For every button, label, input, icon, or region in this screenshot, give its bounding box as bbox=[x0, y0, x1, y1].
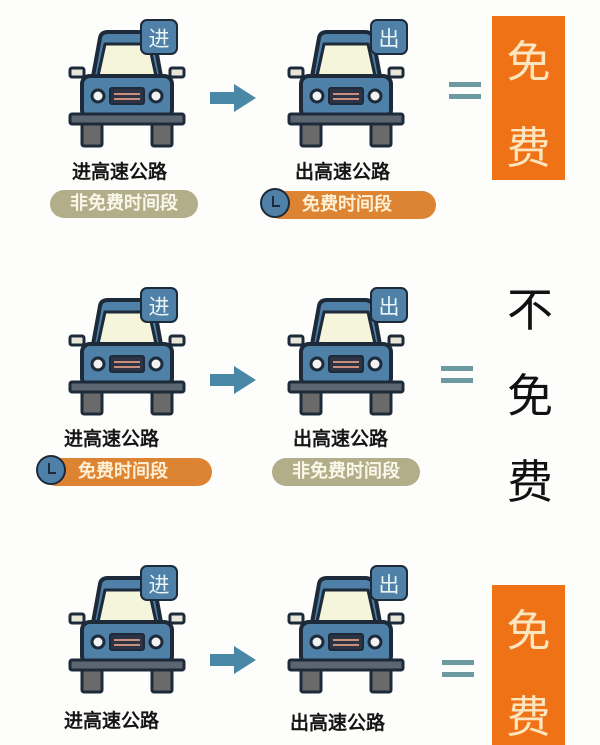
entry-label: 进高速公路 bbox=[72, 161, 168, 183]
result-char: 免 bbox=[506, 37, 551, 88]
exit-badge: 出 bbox=[370, 19, 408, 55]
result-char: 免 bbox=[506, 606, 551, 657]
clock-icon bbox=[36, 455, 66, 485]
exit-badge: 出 bbox=[370, 287, 408, 323]
exit-period-pill: 免费时间段 bbox=[260, 188, 436, 219]
exit-period-text: 免费时间段 bbox=[302, 194, 392, 215]
exit-badge: 出 bbox=[370, 565, 408, 601]
result-free-box: 免 费 bbox=[492, 16, 565, 180]
result-free-box: 免 费 bbox=[492, 585, 565, 745]
entry-badge: 进 bbox=[140, 565, 178, 601]
entry-period-text: 免费时间段 bbox=[78, 461, 168, 482]
entry-period-pill: 非免费时间段 bbox=[50, 190, 198, 218]
result-char: 不 bbox=[507, 283, 553, 337]
result-char: 费 bbox=[506, 123, 551, 174]
result-char: 费 bbox=[506, 692, 551, 743]
exit-label: 出高速公路 bbox=[290, 712, 386, 734]
result-char: 费 bbox=[507, 455, 553, 509]
arrow-right-icon bbox=[210, 366, 256, 394]
equals-icon bbox=[442, 660, 474, 680]
exit-period-pill: 非免费时间段 bbox=[272, 458, 420, 486]
exit-label: 出高速公路 bbox=[293, 428, 389, 450]
arrow-right-icon bbox=[210, 84, 256, 112]
equals-icon bbox=[441, 366, 473, 386]
entry-label: 进高速公路 bbox=[64, 710, 160, 732]
exit-label: 出高速公路 bbox=[295, 161, 391, 183]
result-not-free: 不 免 费 bbox=[500, 270, 560, 509]
equals-icon bbox=[449, 82, 481, 102]
entry-badge: 进 bbox=[140, 19, 178, 55]
result-char: 免 bbox=[507, 369, 553, 423]
entry-period-pill: 免费时间段 bbox=[36, 455, 212, 486]
arrow-right-icon bbox=[210, 646, 256, 674]
entry-badge: 进 bbox=[140, 287, 178, 323]
clock-icon bbox=[260, 188, 290, 218]
entry-label: 进高速公路 bbox=[64, 428, 160, 450]
